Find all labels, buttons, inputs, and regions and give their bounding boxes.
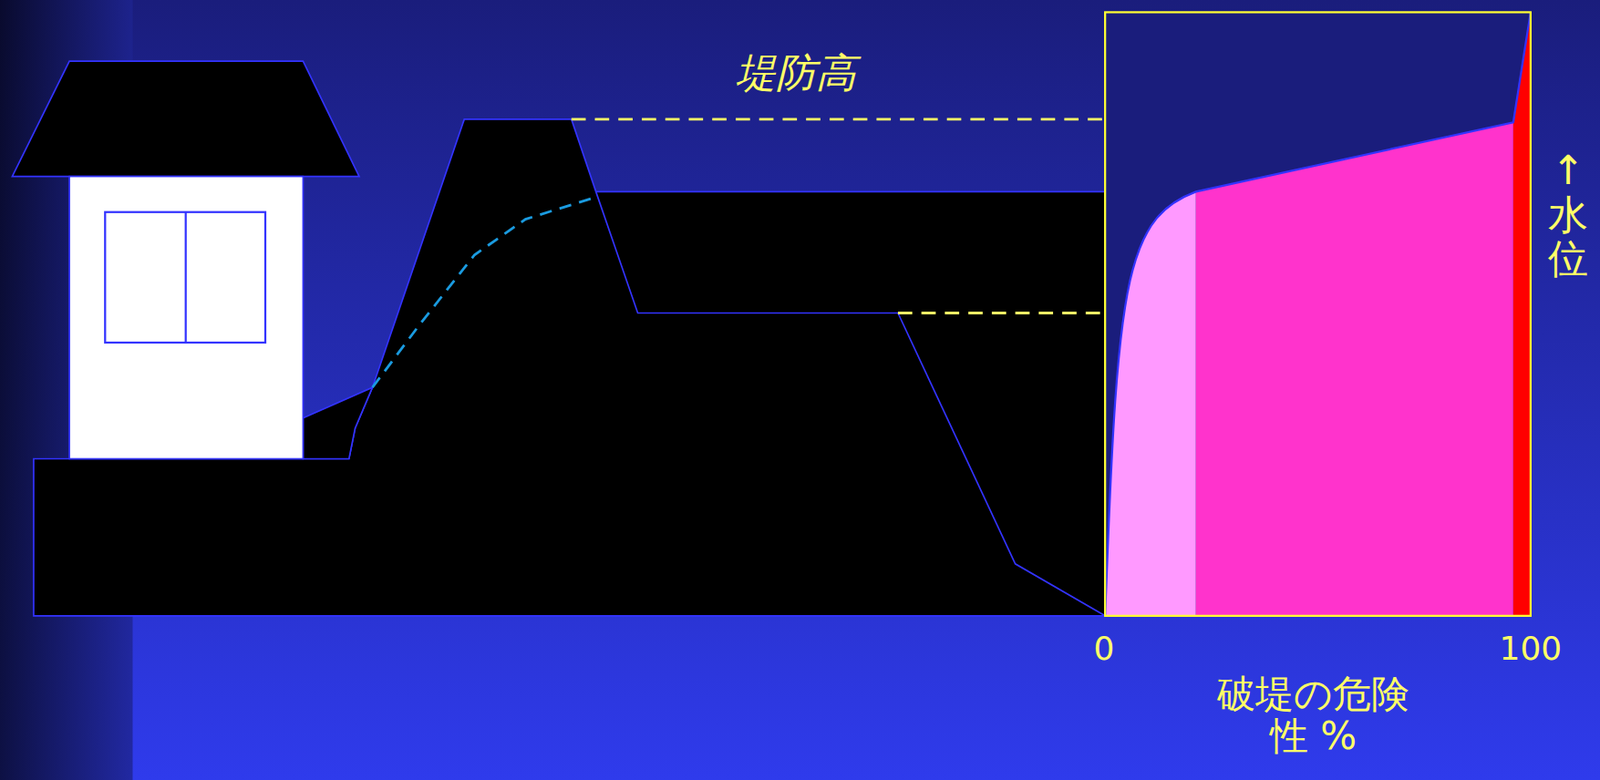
mid-risk-area bbox=[1196, 122, 1514, 617]
levee-height-label: 堤防高 bbox=[735, 51, 857, 95]
seepage-line bbox=[372, 196, 598, 388]
river-bank-outline bbox=[596, 191, 1106, 616]
house-window bbox=[104, 212, 266, 343]
chart-area bbox=[1104, 11, 1531, 616]
low-risk-area bbox=[1104, 191, 1197, 616]
axis-tick: 0 bbox=[1094, 630, 1115, 668]
risk-curve bbox=[1104, 11, 1531, 616]
water-level-label: ↑水位 bbox=[1548, 148, 1589, 281]
chart-frame bbox=[1104, 11, 1531, 616]
axis-tick: 100 bbox=[1499, 630, 1563, 668]
house-roof bbox=[11, 61, 360, 176]
berm-level-line bbox=[898, 311, 1119, 315]
house-wall bbox=[69, 176, 303, 460]
window-frame bbox=[185, 212, 187, 343]
house-bank bbox=[302, 387, 372, 459]
levee-ground bbox=[33, 119, 1105, 617]
axis-title: 破堤の危険性 % bbox=[1211, 673, 1415, 758]
